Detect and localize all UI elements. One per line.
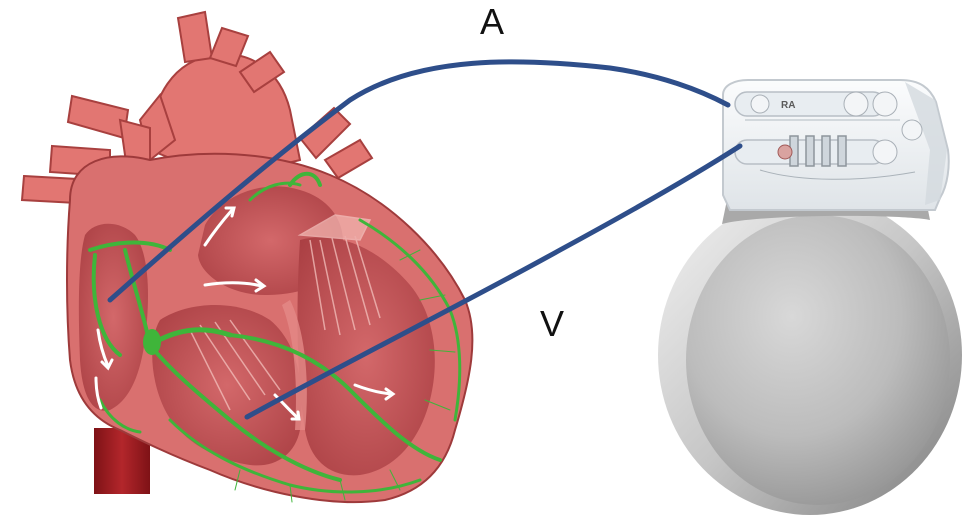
pacemaker-device: RA	[658, 80, 962, 515]
pacemaker-can-face	[686, 215, 950, 505]
header-port-label: RA	[781, 100, 795, 111]
heart-illustration	[22, 12, 472, 502]
pacemaker-header: RA	[723, 80, 949, 210]
ventricular-lead-label: V	[540, 303, 564, 344]
atrial-lead-label: A	[480, 1, 504, 42]
av-node	[143, 329, 161, 355]
